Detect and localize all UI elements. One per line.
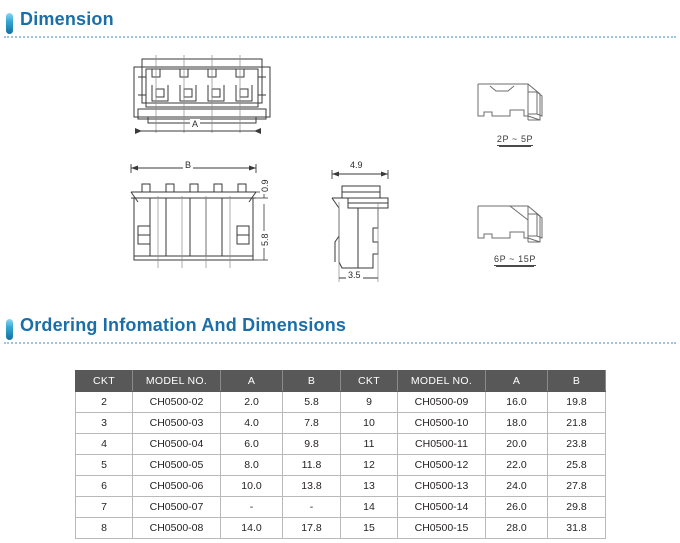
cell-value: 28.0 — [485, 517, 548, 539]
cell-value: 10.0 — [220, 475, 283, 497]
cell-value: 26.0 — [485, 496, 548, 518]
cell-value: CH0500-12 — [397, 454, 486, 476]
dotted-divider — [4, 36, 676, 38]
dimension-label-width: 4.9 — [348, 160, 365, 170]
cell-value: 31.8 — [547, 517, 606, 539]
cell-value: CH0500-10 — [397, 412, 486, 434]
dimension-label-b: B — [183, 160, 194, 170]
cell-value: 13.8 — [282, 475, 341, 497]
cell-value: 17.8 — [282, 517, 341, 539]
column-header: CKT — [340, 370, 398, 392]
connector-iso-6p-15p: 6P ~ 15P — [470, 196, 560, 266]
cell-value: CH0500-06 — [132, 475, 221, 497]
column-header: B — [547, 370, 606, 392]
column-header: MODEL NO. — [397, 370, 486, 392]
dimension-label-lip: 0.9 — [260, 177, 270, 194]
column-header: A — [220, 370, 283, 392]
cell-ckt: 2 — [75, 391, 133, 413]
cell-ckt: 10 — [340, 412, 398, 434]
table-header-row: CKT MODEL NO. A B CKT MODEL NO. A B — [75, 370, 606, 392]
cell-ckt: 7 — [75, 496, 133, 518]
cell-value: CH0500-04 — [132, 433, 221, 455]
cell-value: CH0500-05 — [132, 454, 221, 476]
cell-ckt: 14 — [340, 496, 398, 518]
cell-value: 14.0 — [220, 517, 283, 539]
cell-value: 20.0 — [485, 433, 548, 455]
cell-value: 24.0 — [485, 475, 548, 497]
cell-value: 25.8 — [547, 454, 606, 476]
pill-icon — [6, 13, 13, 34]
cell-value: 27.8 — [547, 475, 606, 497]
cell-value: CH0500-08 — [132, 517, 221, 539]
page-title: Dimension — [20, 9, 114, 29]
section-header-ordering: Ordering Infomation And Dimensions — [0, 312, 680, 346]
cell-value: CH0500-11 — [397, 433, 486, 455]
column-header: MODEL NO. — [132, 370, 221, 392]
cell-value: 16.0 — [485, 391, 548, 413]
cell-value: 9.8 — [282, 433, 341, 455]
cell-value: 5.8 — [282, 391, 341, 413]
cell-ckt: 8 — [75, 517, 133, 539]
cell-value: 18.0 — [485, 412, 548, 434]
column-header: A — [485, 370, 548, 392]
dimension-label-base: 3.5 — [346, 270, 363, 280]
connector-side-view: 4.9 3.5 — [318, 158, 428, 288]
cell-ckt: 15 — [340, 517, 398, 539]
iso-caption-6p-15p: 6P ~ 15P — [494, 254, 536, 266]
cell-ckt: 12 — [340, 454, 398, 476]
cell-ckt: 5 — [75, 454, 133, 476]
cell-value: 7.8 — [282, 412, 341, 434]
iso-caption-2p-5p: 2P ~ 5P — [496, 134, 534, 146]
section-title-ordering: Ordering Infomation And Dimensions — [20, 315, 347, 335]
cell-value: 8.0 — [220, 454, 283, 476]
cell-value: 21.8 — [547, 412, 606, 434]
cell-value: CH0500-15 — [397, 517, 486, 539]
cell-value: 2.0 — [220, 391, 283, 413]
column-header: CKT — [75, 370, 133, 392]
cell-ckt: 11 — [340, 433, 398, 455]
connector-iso-2p-5p: 2P ~ 5P — [470, 72, 560, 146]
cell-value: CH0500-02 — [132, 391, 221, 413]
pill-icon — [6, 319, 13, 340]
dimension-label-a: A — [190, 119, 201, 129]
cell-value: 19.8 — [547, 391, 606, 413]
cell-value: 22.0 — [485, 454, 548, 476]
cell-value: CH0500-14 — [397, 496, 486, 518]
cell-ckt: 6 — [75, 475, 133, 497]
column-header: B — [282, 370, 341, 392]
cell-ckt: 13 — [340, 475, 398, 497]
connector-top-view: A — [120, 55, 300, 155]
dotted-divider — [4, 342, 676, 344]
cell-value: CH0500-03 — [132, 412, 221, 434]
cell-value: - — [282, 496, 341, 518]
section-header-dimension: Dimension — [0, 6, 680, 40]
cell-value: 29.8 — [547, 496, 606, 518]
cell-value: 23.8 — [547, 433, 606, 455]
cell-value: - — [220, 496, 283, 518]
cell-ckt: 9 — [340, 391, 398, 413]
cell-value: CH0500-09 — [397, 391, 486, 413]
cell-value: CH0500-13 — [397, 475, 486, 497]
cell-ckt: 4 — [75, 433, 133, 455]
cell-ckt: 3 — [75, 412, 133, 434]
cell-value: CH0500-07 — [132, 496, 221, 518]
cell-value: 11.8 — [282, 454, 341, 476]
dimension-label-height: 5.8 — [260, 231, 270, 248]
cell-value: 6.0 — [220, 433, 283, 455]
connector-front-view: B 0.9 5.8 — [120, 160, 270, 270]
cell-value: 4.0 — [220, 412, 283, 434]
